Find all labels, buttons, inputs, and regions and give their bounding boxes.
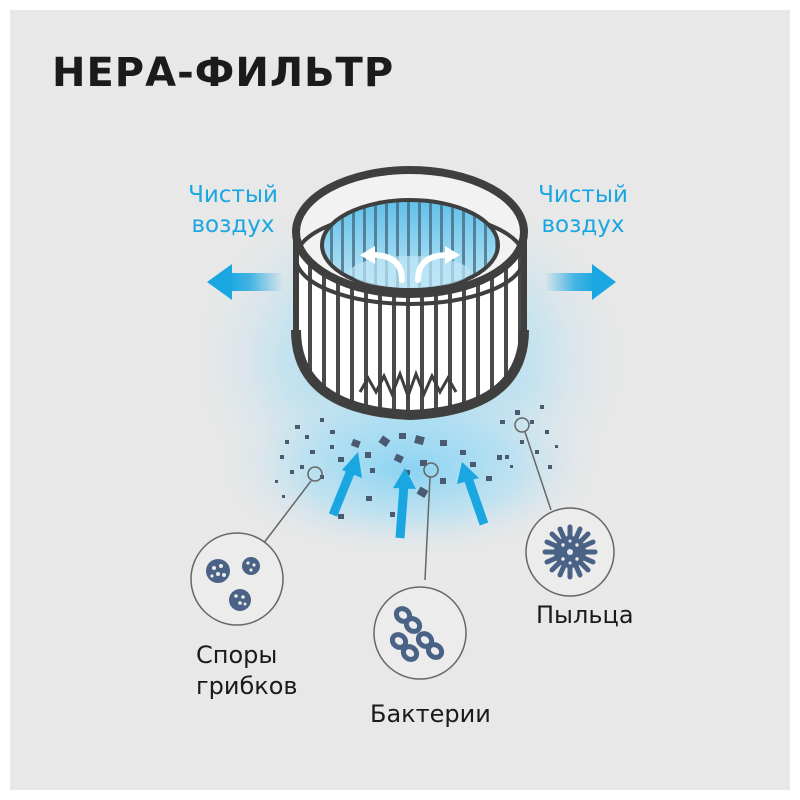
spores-icon <box>190 532 284 626</box>
clean-air-right-line1: Чистый <box>538 182 628 208</box>
callout-lines <box>262 417 552 581</box>
clean-air-label-left: Чистый воздух <box>178 180 288 240</box>
pollen-icon <box>525 507 615 597</box>
spores-label-line2: грибков <box>196 672 298 700</box>
clean-air-right-line2: воздух <box>541 212 625 238</box>
clean-air-label-right: Чистый воздух <box>528 180 638 240</box>
bacteria-label: Бактерии <box>370 700 491 728</box>
clean-air-left-line2: воздух <box>191 212 275 238</box>
inner-airflow-arrows-icon <box>369 252 451 283</box>
pollen-label: Пыльца <box>536 601 634 629</box>
arrow-right-icon <box>545 264 616 300</box>
incoming-air-arrows-icon <box>328 452 489 539</box>
page-title: НЕРА-ФИЛЬТР <box>52 50 395 96</box>
arrow-left-icon <box>207 264 283 300</box>
spores-label: Споры грибков <box>196 640 298 702</box>
hepa-filter-icon <box>291 166 529 421</box>
spores-label-line1: Споры <box>196 641 278 669</box>
clean-air-left-line1: Чистый <box>188 182 278 208</box>
bacteria-icon <box>373 586 467 680</box>
